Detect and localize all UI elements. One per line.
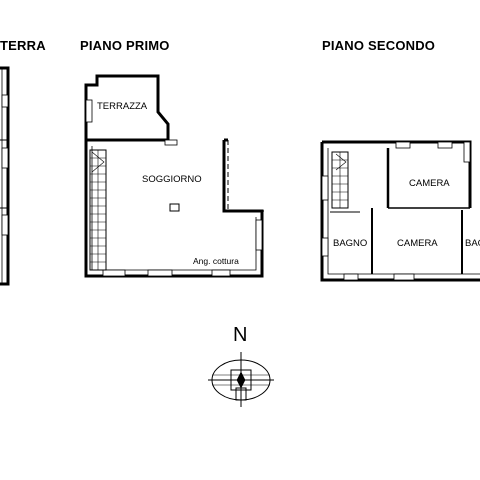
room-label-bedroom-top: CAMERA [409, 178, 450, 189]
room-label-kitchenette: Ang. cottura [193, 256, 239, 266]
room-label-terrace: TERRAZZA [97, 101, 148, 112]
room-label-bathroom-left: BAGNO [333, 238, 368, 249]
ground-floor-title: TERRA [0, 38, 46, 53]
compass-rose [208, 352, 274, 407]
ground-floor-plan [0, 66, 10, 286]
first-floor-plan [84, 74, 264, 278]
second-floor-title: PIANO SECONDO [322, 38, 436, 53]
room-label-living: SOGGIORNO [142, 174, 202, 185]
room-label-bedroom-bottom: CAMERA [397, 238, 438, 249]
second-floor-plan [320, 140, 480, 282]
second-floor-walls [320, 140, 480, 282]
first-floor-title: PIANO PRIMO [80, 38, 170, 53]
compass-north-label: N [233, 324, 248, 346]
room-label-bathroom-right: BAG [465, 238, 480, 249]
